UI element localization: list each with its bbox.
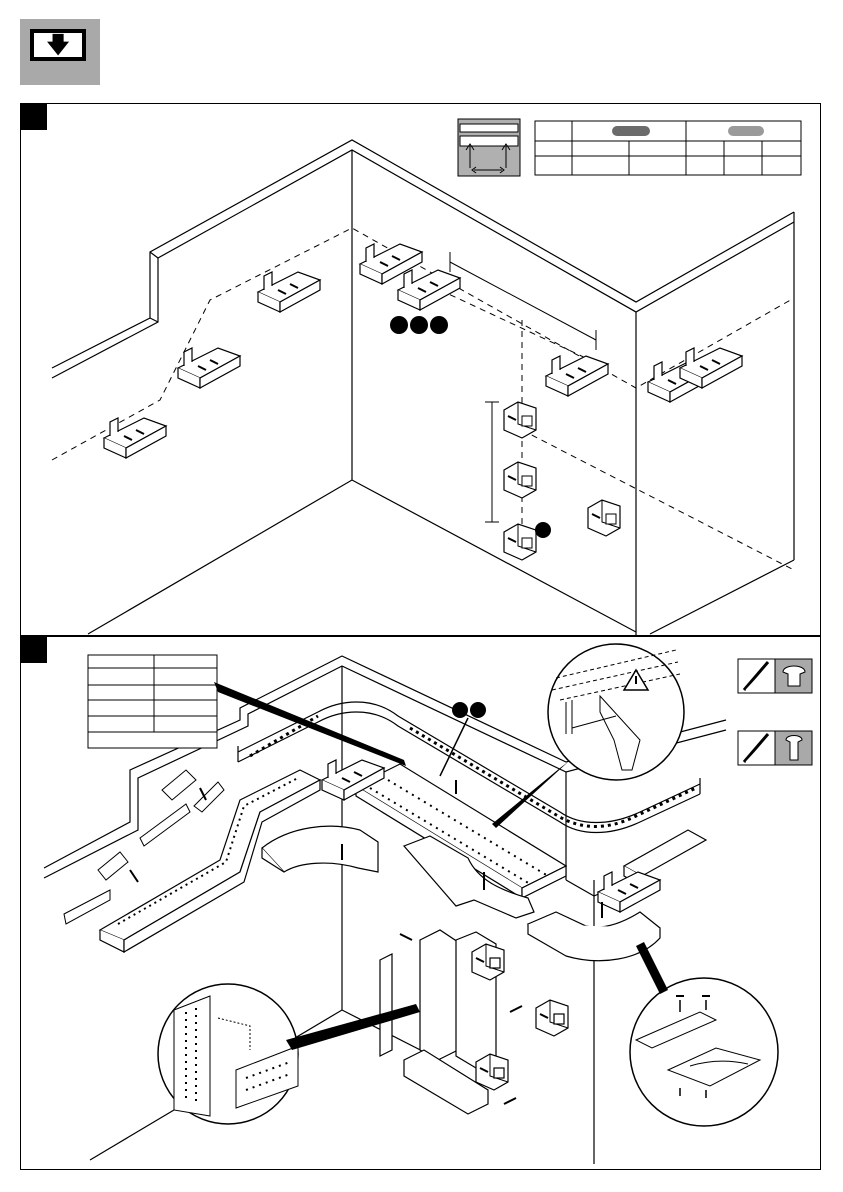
step-2-table: [88, 655, 217, 748]
wall-brackets: [104, 244, 742, 458]
screw-detail-circle: [630, 978, 778, 1126]
badge-leader: [440, 718, 468, 776]
flat-bend: [262, 826, 378, 872]
clamp-detail-circle: [548, 644, 684, 780]
spacing-table: [535, 121, 801, 175]
joint-detail-circle: [158, 984, 298, 1124]
screw-leader-wedge: [636, 942, 668, 994]
tool-icon-upper: [738, 659, 812, 693]
tool-icon-lower: [738, 731, 812, 765]
joint-leader-wedge: [286, 1004, 420, 1050]
vertical-wall-clips: [504, 402, 620, 560]
clamp-leader-wedge: [492, 762, 568, 828]
table-leader-wedge: [214, 682, 406, 766]
spacing-diagram: [458, 119, 520, 176]
right-bend-and-tray: [528, 830, 706, 961]
